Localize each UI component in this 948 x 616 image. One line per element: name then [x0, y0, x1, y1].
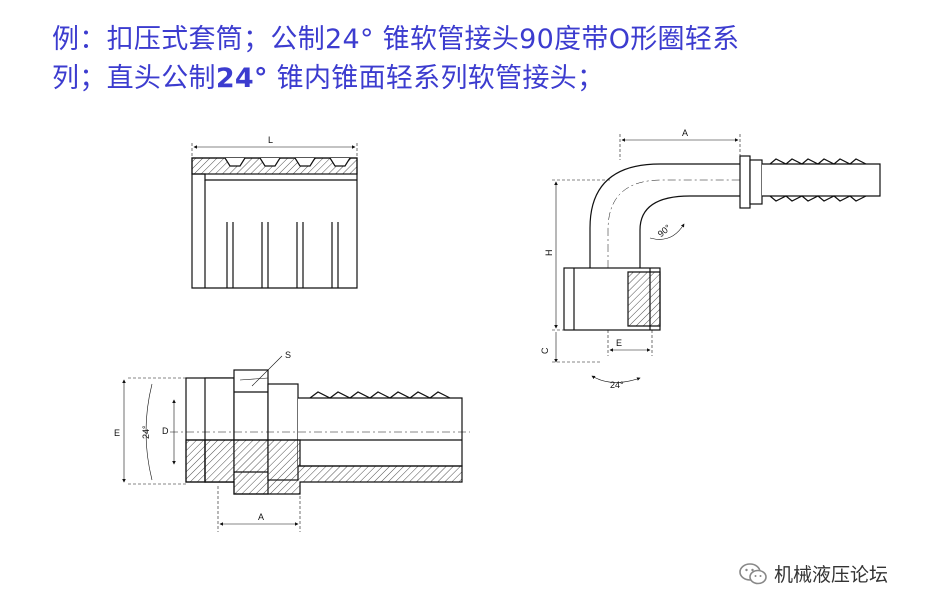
title-line-2: 列；直头公制24° 锥内锥面轻系列软管接头；	[52, 59, 932, 98]
straight-dim-d: D	[162, 426, 169, 436]
straight-dim-e: E	[114, 428, 120, 438]
elbow-dim-90: 90°	[656, 222, 673, 239]
elbow-dim-h: H	[544, 250, 554, 257]
title-heading: 例：扣压式套筒；公制24° 锥软管接头90度带O形圈轻系 列；直头公制24° 锥…	[52, 20, 932, 98]
title-line-2-prefix: 列；直头公制	[52, 63, 216, 94]
elbow-dim-c: C	[540, 347, 550, 354]
straight-dim-angle: 24°	[141, 425, 151, 439]
ferrule-dim-l: L	[268, 135, 273, 145]
straight-dim-a: A	[258, 512, 264, 522]
title-line-1: 例：扣压式套筒；公制24° 锥软管接头90度带O形圈轻系	[52, 24, 740, 55]
watermark: 机械液压论坛	[738, 560, 888, 587]
straight-fitting-drawing	[122, 355, 470, 532]
wechat-icon	[739, 562, 767, 584]
ferrule-drawing	[191, 143, 358, 289]
title-line-2-bold: 24°	[215, 63, 268, 94]
elbow-dim-a: A	[682, 128, 688, 138]
title-line-2-suffix: 锥内锥面轻系列软管接头；	[267, 63, 605, 94]
elbow-dim-24: 24°	[610, 380, 624, 390]
straight-dim-s: S	[285, 350, 291, 360]
elbow-fitting-drawing	[552, 134, 881, 383]
elbow-dim-e: E	[616, 338, 622, 348]
watermark-text: 机械液压论坛	[774, 564, 889, 586]
